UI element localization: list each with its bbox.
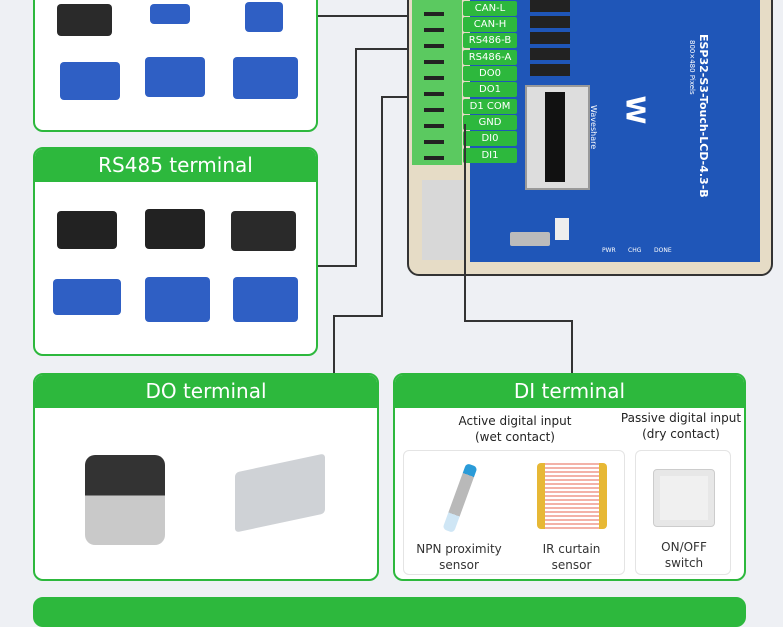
npn-sensor-image	[442, 463, 478, 533]
bottom-panel	[33, 597, 746, 627]
terminal-di0: DI0	[463, 131, 517, 146]
switch-image	[653, 469, 715, 527]
connector-di	[464, 320, 573, 322]
terminal-can-h: CAN-H	[463, 17, 517, 32]
solenoid-valve-image	[85, 455, 165, 545]
rs485-panel: RS485 terminal	[33, 147, 318, 356]
connector-do	[333, 315, 335, 373]
device-image	[60, 62, 120, 100]
panel-title: RS485 terminal	[35, 149, 316, 182]
terminal-di1: DI1	[463, 148, 517, 163]
indicator-pwr: PWR	[602, 247, 616, 254]
relays	[530, 0, 570, 80]
battery-switch[interactable]	[510, 232, 550, 246]
connector-do	[333, 315, 383, 317]
ir-curtain-image	[537, 463, 607, 529]
passive-input-card: ON/OFF switch	[635, 450, 731, 575]
ir-curtain-label: IR curtain sensor	[542, 542, 601, 572]
electric-lock-image	[235, 453, 325, 533]
device-image	[150, 4, 190, 24]
battery-connector	[555, 218, 569, 240]
indicator-done: DONE	[654, 247, 672, 254]
pcb: W Waveshare ESP32-S3-Touch-LCD-4.3-B 800…	[470, 0, 760, 262]
resolution-label: 800×480 Pixels	[688, 40, 696, 95]
device-image	[233, 57, 298, 99]
npn-sensor-label: NPN proximity sensor	[416, 542, 502, 572]
do-panel: DO terminal	[33, 373, 379, 581]
terminal-do0: DO0	[463, 66, 517, 81]
device-image	[57, 4, 112, 36]
brand-label: Waveshare	[589, 105, 598, 150]
terminal-rs485-b: RS486-B	[463, 33, 517, 48]
model-label: ESP32-S3-Touch-LCD-4.3-B	[697, 34, 710, 198]
waveshare-logo: W	[619, 95, 650, 125]
passive-input-heading: Passive digital input (dry contact)	[620, 411, 742, 441]
active-input-card: NPN proximity sensor IR curtain sensor	[403, 450, 625, 575]
terminal-gnd: GND	[463, 115, 517, 130]
di-panel: DI terminal Active digital input (wet co…	[393, 373, 746, 581]
terminal-rs485-a: RS486-A	[463, 50, 517, 65]
active-input-heading: Active digital input (wet contact)	[458, 414, 572, 444]
connector-di	[464, 124, 466, 322]
panel-title: DO terminal	[35, 375, 377, 408]
device-image	[145, 57, 205, 97]
indicator-chg: CHG	[628, 247, 642, 254]
connector-rs485	[355, 48, 442, 50]
connector-di	[571, 320, 573, 373]
fpc-cable	[545, 92, 565, 182]
foam-pad	[422, 180, 464, 260]
connector-rs485	[355, 48, 357, 267]
can-panel	[33, 0, 318, 132]
connector-rs485	[317, 265, 357, 267]
device-image	[145, 209, 205, 249]
terminal-do1: DO1	[463, 82, 517, 97]
switch-label: ON/OFF switch	[661, 540, 707, 570]
terminal-di-com: D1 COM	[463, 99, 517, 114]
device-image	[231, 211, 296, 251]
panel-title: DI terminal	[395, 375, 744, 408]
device-image	[57, 211, 117, 249]
terminal-can-l: CAN-L	[463, 1, 517, 16]
device-image	[245, 2, 283, 32]
connector-do	[381, 96, 383, 317]
connector-can	[317, 15, 442, 17]
terminal-block	[412, 0, 462, 165]
device-image	[233, 277, 298, 322]
device-image	[145, 277, 210, 322]
device-image	[53, 279, 121, 315]
